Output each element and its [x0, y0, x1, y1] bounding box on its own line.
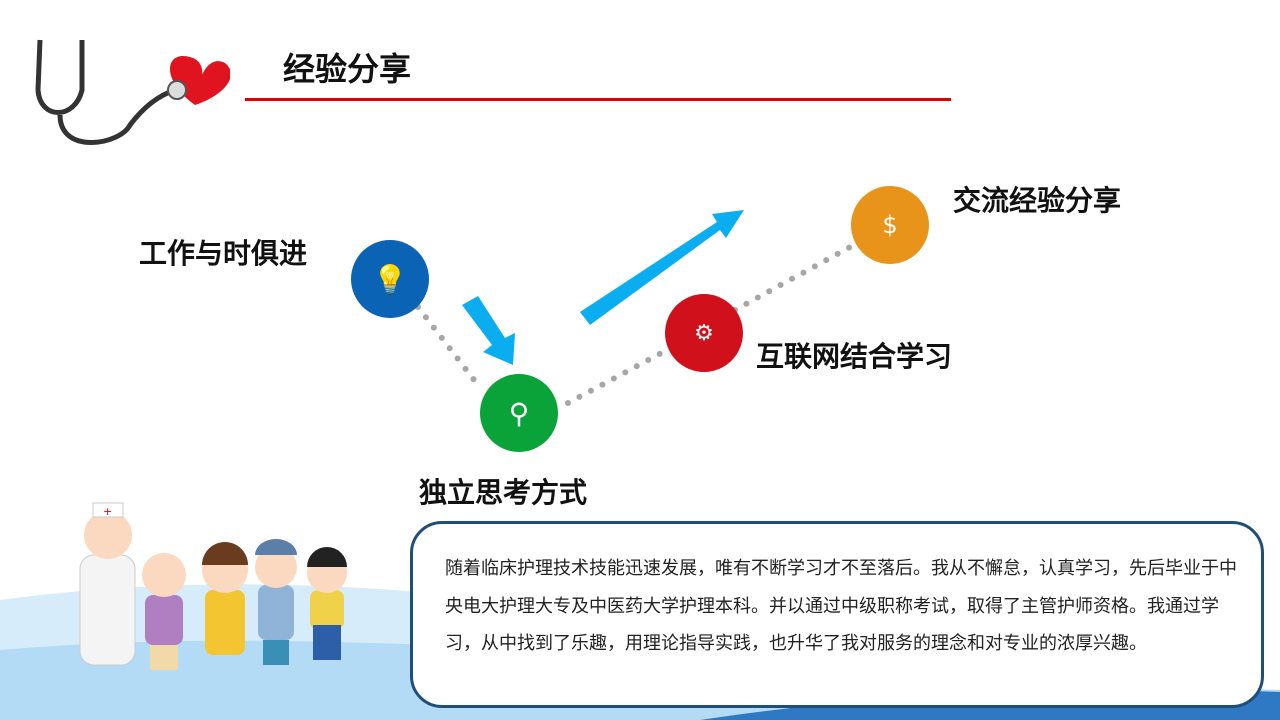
nurse-children-illustration: + [79, 502, 347, 670]
lightbulb-hand-icon: 💡 [351, 240, 429, 318]
step-label: 工作与时俱进 [139, 237, 308, 270]
step-label: 交流经验分享 [953, 184, 1122, 217]
people-gears-icon: ⚙ [665, 294, 743, 372]
money-bag-icon: $ [851, 186, 929, 264]
step-label: 互联网结合学习 [756, 340, 953, 373]
person-magnifier-icon: ⚲ [480, 374, 558, 452]
description-text: 随着临床护理技术技能迅速发展，唯有不断学习才不至落后。我从不懈怠，认真学习，先后… [445, 558, 1237, 654]
dotted-connector [415, 304, 481, 388]
stethoscope-heart-icon [35, 39, 230, 145]
page-title: 经验分享 [283, 50, 412, 88]
step-label: 独立思考方式 [419, 476, 588, 509]
dotted-connector [732, 243, 855, 313]
arrow-up-icon [580, 210, 744, 325]
title-underline [245, 98, 951, 101]
description-box: 随着临床护理技术技能迅速发展，唯有不断学习才不至落后。我从不懈怠，认真学习，先后… [410, 521, 1264, 708]
arrow-down-icon [462, 296, 515, 365]
dotted-connector [565, 347, 670, 406]
svg-text:+: + [103, 505, 112, 518]
